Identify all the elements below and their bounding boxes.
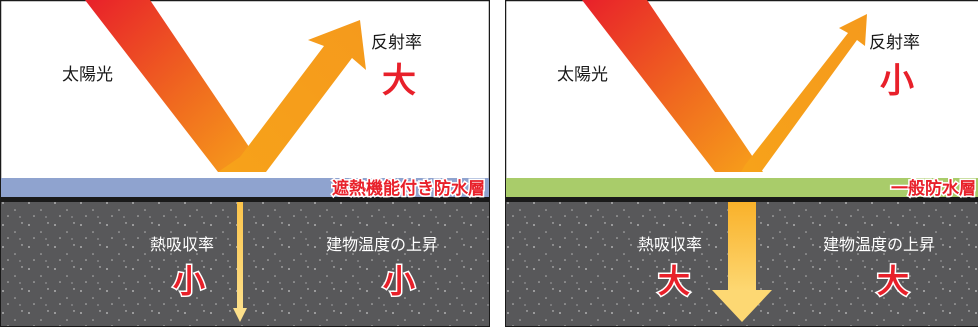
panel-standard-waterproof: 太陽光 反射率 小 一般防水層 熱吸収率 大 建物温度の上昇 大 — [505, 0, 978, 327]
temp-rise-value: 小 — [383, 262, 415, 300]
heat-absorption-arrowhead — [712, 290, 772, 322]
diagram-svg-right: 太陽光 反射率 小 一般防水層 熱吸収率 大 建物温度の上昇 大 — [505, 0, 978, 327]
absorption-label: 熱吸収率 — [638, 235, 702, 254]
panel-heat-shield: 太陽光 反射率 大 遮熱機能付き防水層 熱吸収率 小 建物温度の上昇 小 — [0, 0, 490, 327]
temp-rise-value: 大 — [877, 262, 909, 300]
diagram-svg-left: 太陽光 反射率 大 遮熱機能付き防水層 熱吸収率 小 建物温度の上昇 小 — [0, 0, 490, 327]
waterproof-layer — [506, 178, 978, 197]
absorption-value: 小 — [173, 262, 205, 300]
absorption-label: 熱吸収率 — [150, 235, 214, 254]
sunlight-label: 太陽光 — [62, 65, 113, 85]
temp-rise-label: 建物温度の上昇 — [823, 235, 935, 254]
reflected-ray-arrow — [218, 20, 366, 172]
temp-rise-label: 建物温度の上昇 — [326, 235, 438, 254]
heat-absorption-arrow — [237, 202, 243, 310]
sunlight-label: 太陽光 — [557, 65, 608, 85]
reflected-ray-arrow — [741, 14, 867, 172]
heat-absorption-arrowhead — [233, 308, 247, 322]
sunlight-ray — [85, 0, 266, 172]
layer-label: 一般防水層 — [891, 178, 976, 199]
waterproof-layer — [1, 178, 489, 197]
reflectance-value: 小 — [880, 61, 914, 101]
reflectance-label: 反射率 — [371, 33, 422, 53]
heat-absorption-arrow — [728, 202, 756, 292]
concrete-texture — [1, 201, 489, 326]
reflectance-value: 大 — [382, 61, 416, 101]
layer-label: 遮熱機能付き防水層 — [332, 178, 485, 199]
absorption-value: 大 — [658, 262, 690, 300]
concrete-top-edge — [506, 197, 978, 202]
concrete-top-edge — [1, 197, 489, 202]
sunlight-ray — [582, 0, 763, 172]
reflectance-label: 反射率 — [869, 33, 920, 53]
